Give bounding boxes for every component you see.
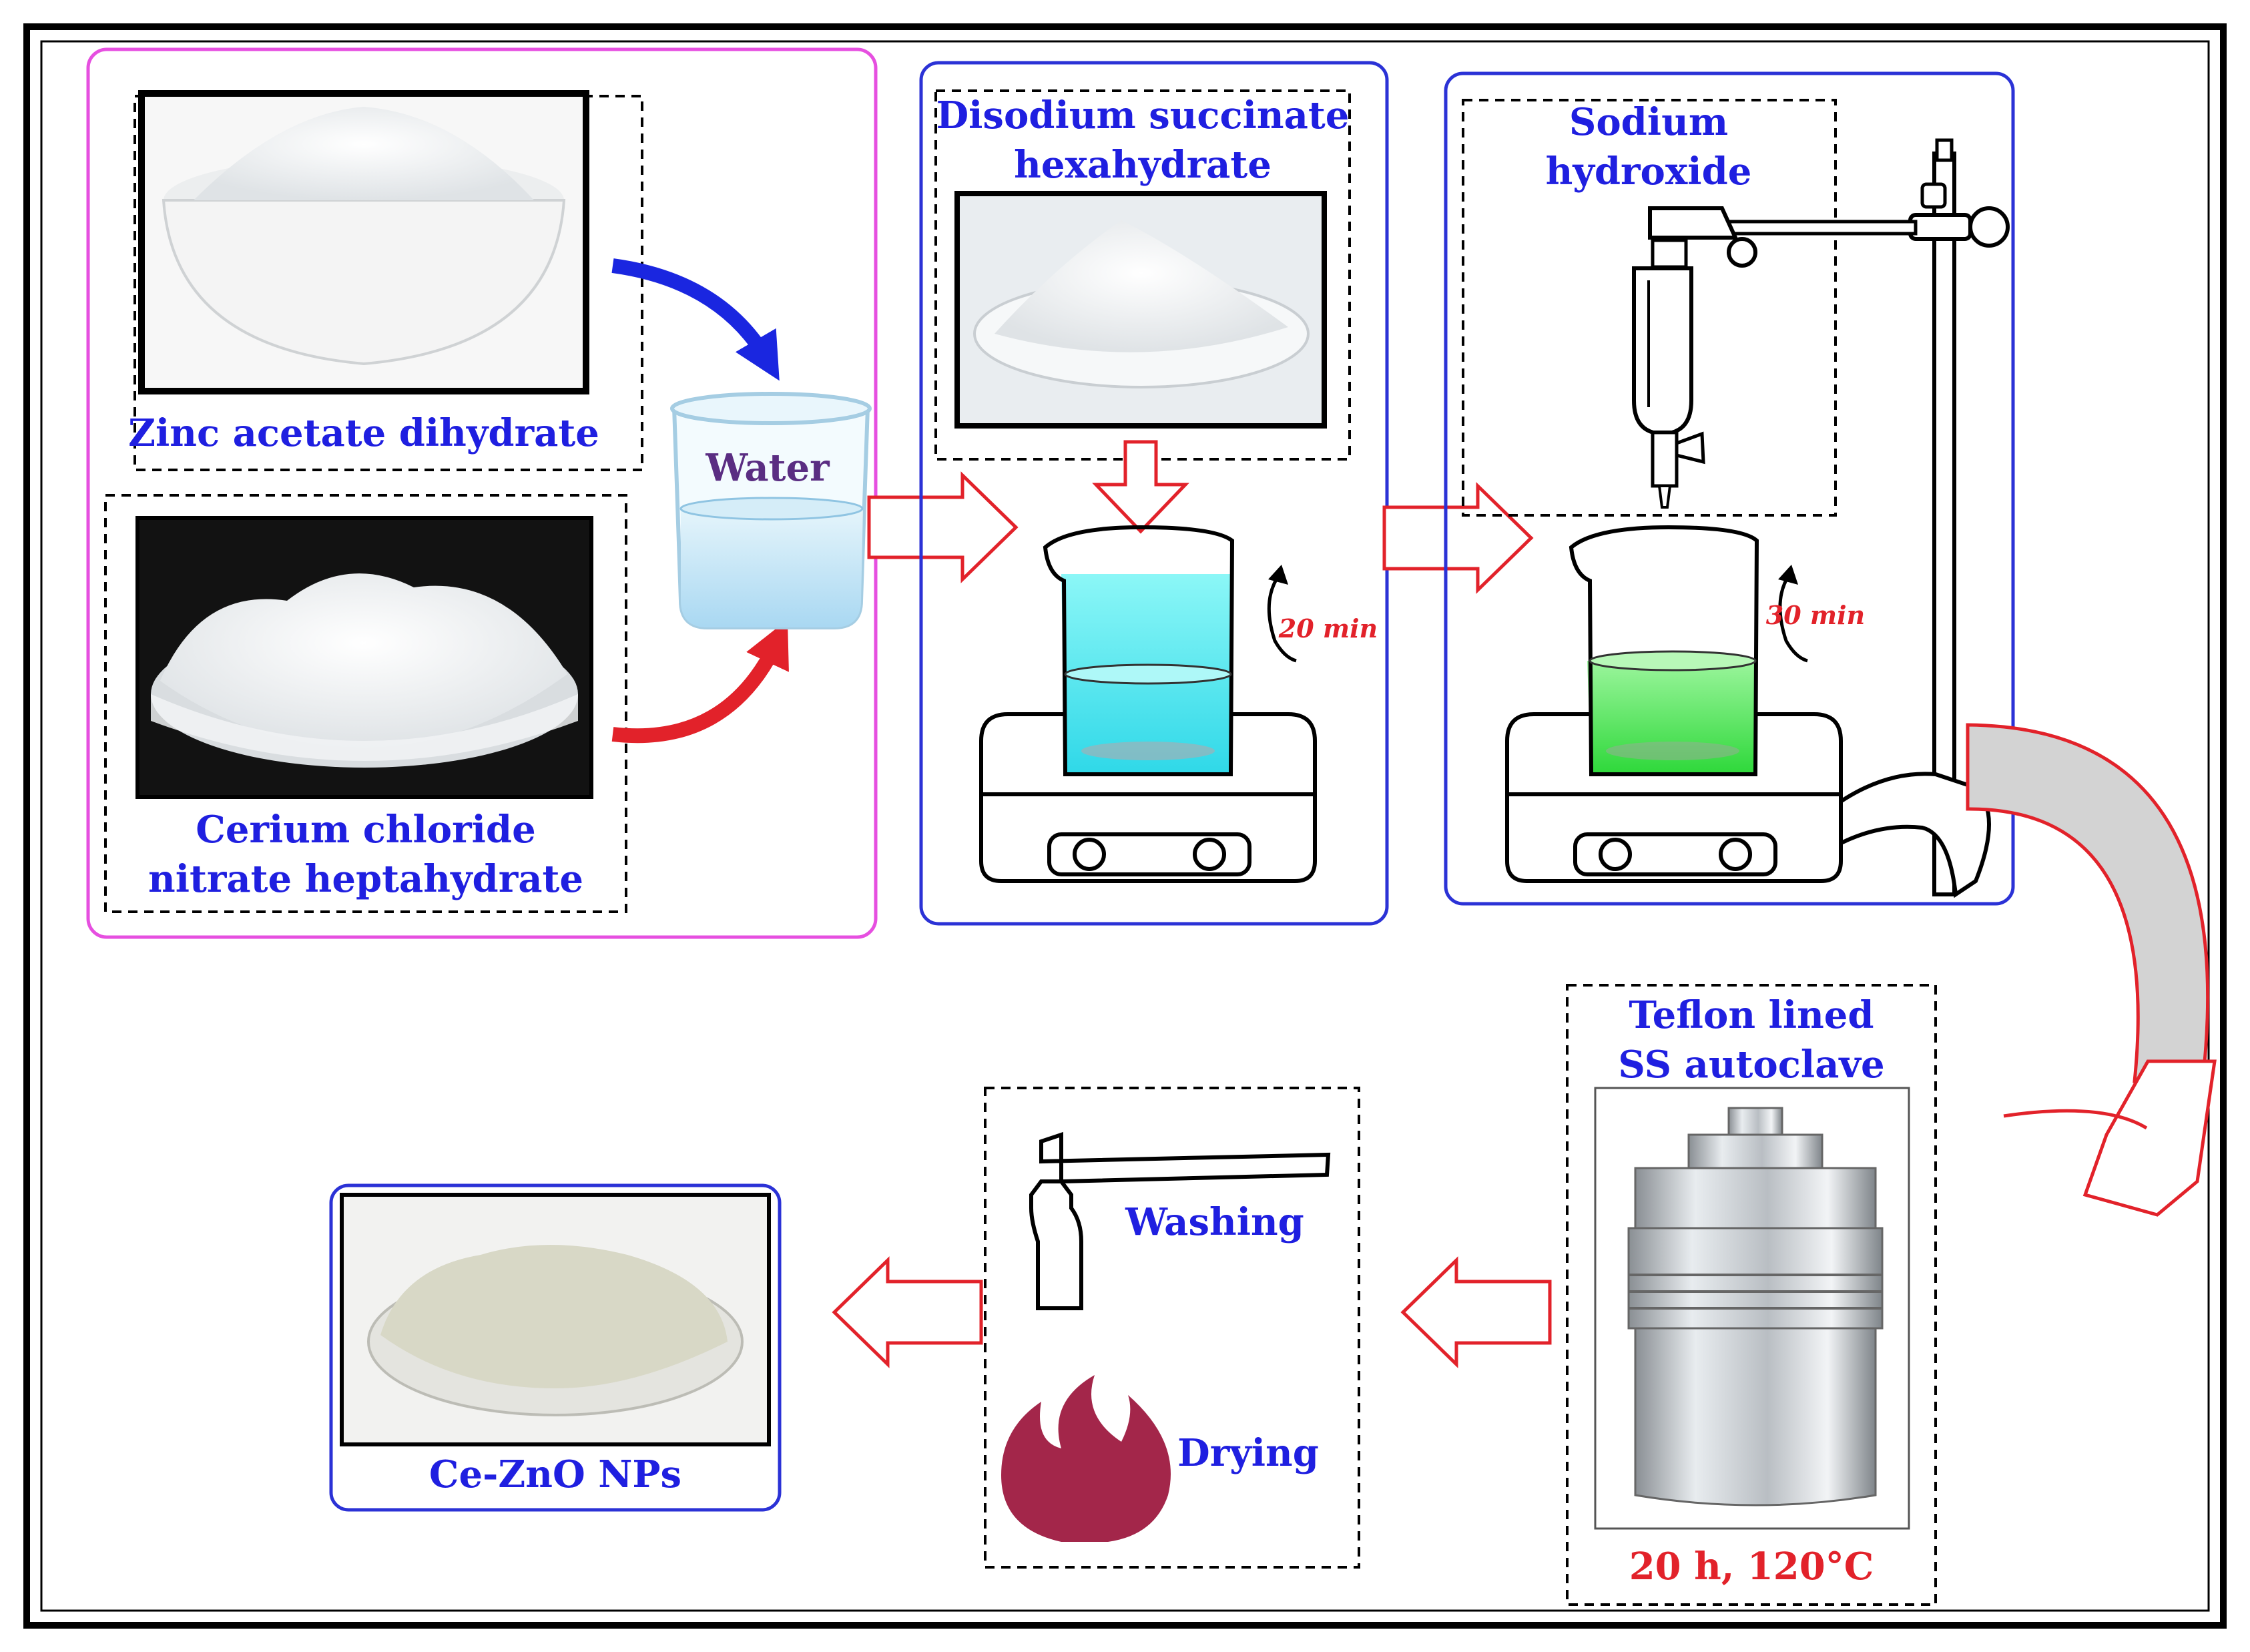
arrow-to-washing (1400, 1256, 1552, 1368)
arrow-to-stirring-1 (867, 471, 1019, 583)
water-label: Water (705, 446, 830, 490)
water-beaker (670, 392, 872, 629)
glass-tube-icon (1029, 1131, 1331, 1310)
succinate-powder-dish-image (954, 191, 1327, 429)
precursor-panel (86, 47, 878, 939)
autoclave-conditions: 20 h, 120°C (1629, 1545, 1874, 1589)
stir-arrowhead-1 (1268, 565, 1288, 585)
cerium-label-line1: Cerium chloride (196, 808, 535, 852)
blue-curved-arrow (611, 258, 780, 381)
flame-icon (1001, 1375, 1171, 1542)
retort-stand (1707, 138, 2010, 898)
washing-drying-box (984, 1087, 1360, 1569)
arrow-down-succinate (1092, 440, 1189, 534)
beaker-cyan-solution (1043, 525, 1235, 776)
naoh-box (1462, 99, 1837, 517)
naoh-label-line2: hydroxide (1546, 150, 1752, 194)
stir-time-2: 30 min (1766, 600, 1865, 630)
red-curved-arrow (611, 619, 789, 744)
drying-label: Drying (1177, 1431, 1319, 1475)
arrow-to-product (832, 1256, 983, 1368)
ce-zno-powder-image (340, 1193, 771, 1446)
beaker-green-solution (1569, 525, 1759, 776)
stir-time-1: 20 min (1278, 613, 1378, 643)
stirring-panel-2 (1444, 71, 2015, 906)
succinate-label-line1: Disodium succinate (936, 93, 1350, 137)
zinc-acetate-box (133, 95, 643, 471)
stir-arrowhead-2 (1778, 565, 1798, 585)
succinate-label-line2: hexahydrate (1014, 143, 1272, 187)
product-panel (329, 1183, 782, 1512)
succinate-box (934, 89, 1351, 461)
curved-arrow-head (2082, 1059, 2217, 1217)
zinc-acetate-label: Zinc acetate dihydrate (128, 411, 599, 455)
arrow-to-stirring-2 (1382, 482, 1534, 594)
cerium-powder-dish-image (135, 516, 593, 799)
stir-rotation-icon-1 (1267, 574, 1297, 663)
washing-label: Washing (1125, 1200, 1304, 1244)
zinc-powder-bowl-image (138, 90, 589, 394)
autoclave-label-line1: Teflon lined (1629, 993, 1874, 1037)
autoclave-box (1566, 984, 1937, 1606)
naoh-label-line1: Sodium (1569, 100, 1728, 144)
separatory-funnel (1632, 206, 1757, 509)
outer-frame (23, 23, 2227, 1629)
cerium-label-line2: nitrate heptahydrate (148, 857, 583, 901)
product-label: Ce-ZnO NPs (429, 1452, 681, 1496)
stirring-panel-1 (919, 61, 1389, 926)
inner-frame (40, 40, 2210, 1612)
stir-rotation-icon-2 (1778, 574, 1808, 663)
autoclave-label-line2: SS autoclave (1618, 1043, 1884, 1087)
autoclave-image (1594, 1087, 1910, 1530)
cerium-box (104, 494, 627, 913)
